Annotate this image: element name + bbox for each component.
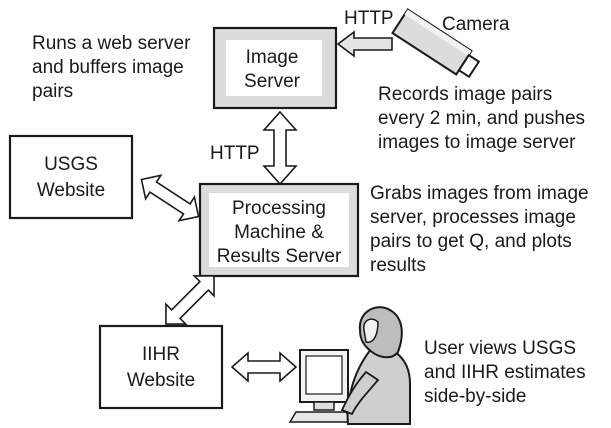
image-server-label-line1: Image xyxy=(246,47,299,68)
camera-note-line1: Records image pairs xyxy=(378,84,552,105)
processing-iihr-arrow xyxy=(165,275,215,325)
image-server-note-line1: Runs a web server xyxy=(32,33,191,54)
usgs-website-node: USGS Website xyxy=(8,134,134,220)
usgs-label-line1: USGS xyxy=(44,154,98,175)
usgs-label-line2: Website xyxy=(37,180,105,201)
camera-note-line3: images to image server xyxy=(378,132,576,153)
camera-server-edge-label: HTTP xyxy=(344,8,394,29)
image-server-node: Image Server xyxy=(212,26,338,110)
iihr-label-line2: Website xyxy=(127,370,195,391)
processing-note-line4: results xyxy=(370,255,426,276)
processing-note-line2: server, processes image xyxy=(370,207,576,228)
processing-note-line1: Grabs images from image xyxy=(370,183,589,204)
usgs-processing-arrow xyxy=(140,174,200,222)
server-processing-arrow xyxy=(262,110,298,186)
image-server-label-line2: Server xyxy=(244,71,301,92)
image-server-note-line2: and buffers image xyxy=(32,57,184,78)
processing-node: Processing Machine & Results Server xyxy=(198,182,360,278)
user-note-line3: side-by-side xyxy=(424,386,526,407)
camera-note-line2: every 2 min, and pushes xyxy=(378,108,585,129)
processing-note: Grabs images from image server, processe… xyxy=(370,183,589,276)
camera-icon xyxy=(391,8,481,79)
processing-label-line1: Processing xyxy=(232,198,326,219)
image-server-note-line3: pairs xyxy=(32,81,73,102)
camera-note: Records image pairs every 2 min, and pus… xyxy=(378,84,585,153)
processing-label-line2: Machine & xyxy=(234,222,324,243)
camera-label: Camera xyxy=(442,14,510,35)
user-at-computer-icon xyxy=(288,306,411,425)
iihr-label-line1: IIHR xyxy=(142,344,180,365)
user-note-line2: and IIHR estimates xyxy=(424,362,586,383)
iihr-user-arrow xyxy=(230,351,298,383)
camera-to-server-arrow xyxy=(336,30,393,58)
iihr-website-node: IIHR Website xyxy=(98,324,224,410)
server-processing-edge-label: HTTP xyxy=(210,143,260,164)
image-server-note: Runs a web server and buffers image pair… xyxy=(32,33,191,102)
processing-note-line3: pairs to get Q, and plots xyxy=(370,231,572,252)
user-note-line1: User views USGS xyxy=(424,338,576,359)
user-note: User views USGS and IIHR estimates side-… xyxy=(424,338,586,407)
processing-label-line3: Results Server xyxy=(217,246,342,267)
